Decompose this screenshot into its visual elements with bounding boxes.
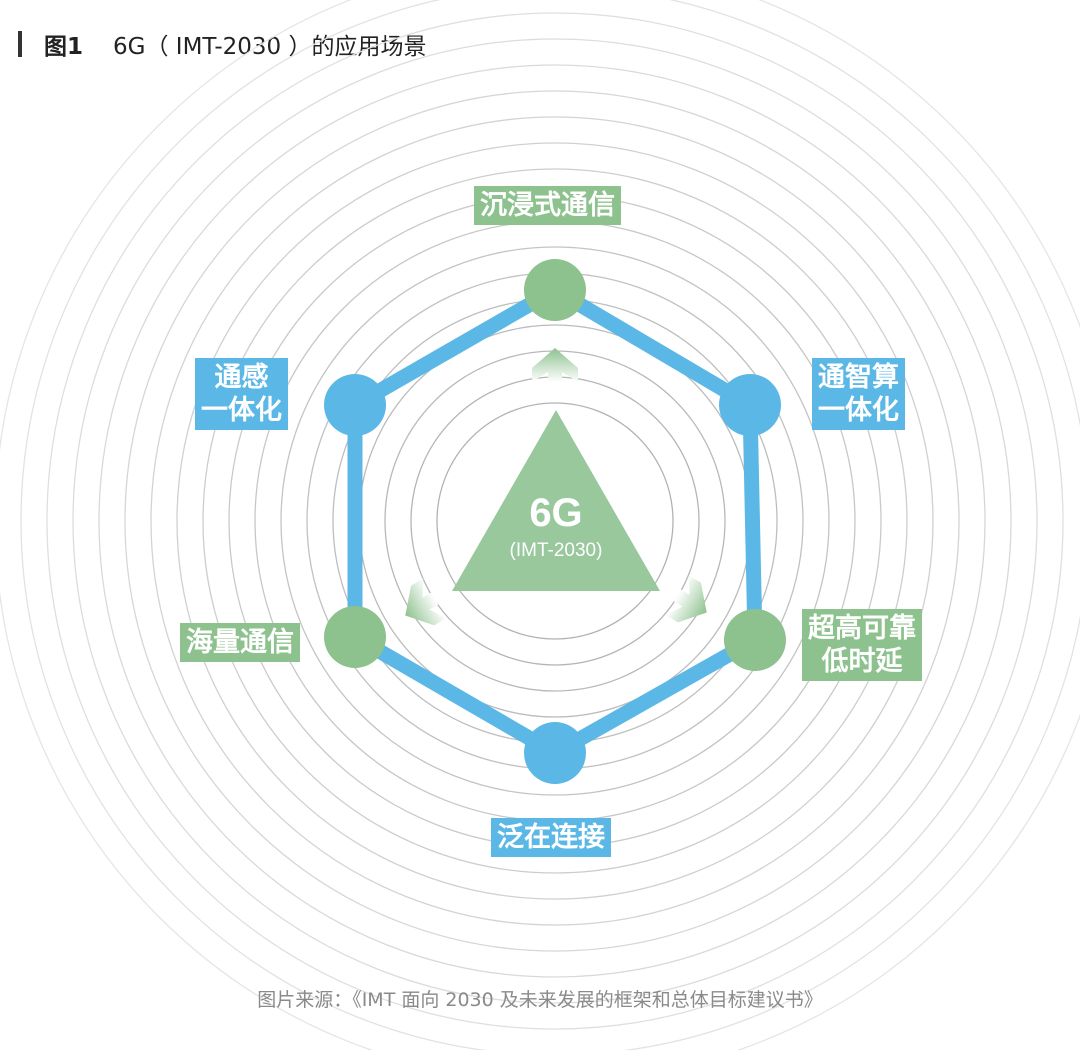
edge-top-right (551, 283, 754, 412)
label-sensing-integration: 通感 一体化 (195, 358, 288, 430)
center-triangle (452, 410, 660, 591)
header-bar (18, 31, 22, 57)
ring (202, 168, 908, 874)
ring (150, 116, 960, 926)
label-ubiquitous-connectivity: 泛在连接 (491, 818, 611, 857)
figure-title: 6G（ IMT-2030 ）的应用场景 (113, 34, 427, 60)
ring (436, 402, 674, 640)
label-hrllc: 超高可靠 低时延 (802, 609, 922, 681)
figure-source: 图片来源：《IMT 面向 2030 及未来发展的框架和总体目标建议书》 (257, 989, 823, 1011)
figure-header: 图1 6G（ IMT-2030 ）的应用场景 (18, 26, 427, 62)
arrow-lower-left-icon (405, 578, 447, 626)
arrow-up-icon (532, 348, 578, 382)
label-massive-communication: 海量通信 (180, 623, 300, 662)
ring (46, 12, 1064, 1030)
node-upper-left (324, 374, 386, 436)
node-bottom (524, 722, 586, 784)
edge-top-left (351, 283, 559, 412)
edge-bottom-right (551, 633, 759, 760)
ring (72, 38, 1038, 1004)
ring (280, 246, 830, 796)
ring (98, 64, 1012, 978)
center-subtitle: (IMT-2030) (510, 540, 603, 561)
label-immersive-communication: 沉浸式通信 (474, 186, 621, 225)
figure-number: 图1 (44, 34, 84, 60)
node-lower-left (324, 606, 386, 668)
edge-bottom-left (351, 630, 559, 760)
node-upper-right (719, 374, 781, 436)
node-top (524, 259, 586, 321)
ring (20, 0, 1080, 1050)
ring (124, 90, 986, 952)
hexagon-frame (347, 283, 763, 760)
node-lower-right (724, 609, 786, 671)
label-ai-compute-integration: 通智算 一体化 (812, 358, 905, 430)
ring (176, 142, 934, 900)
arrow-lower-right-icon (665, 575, 707, 623)
center-title: 6G (529, 491, 582, 535)
edge-right (742, 404, 763, 641)
